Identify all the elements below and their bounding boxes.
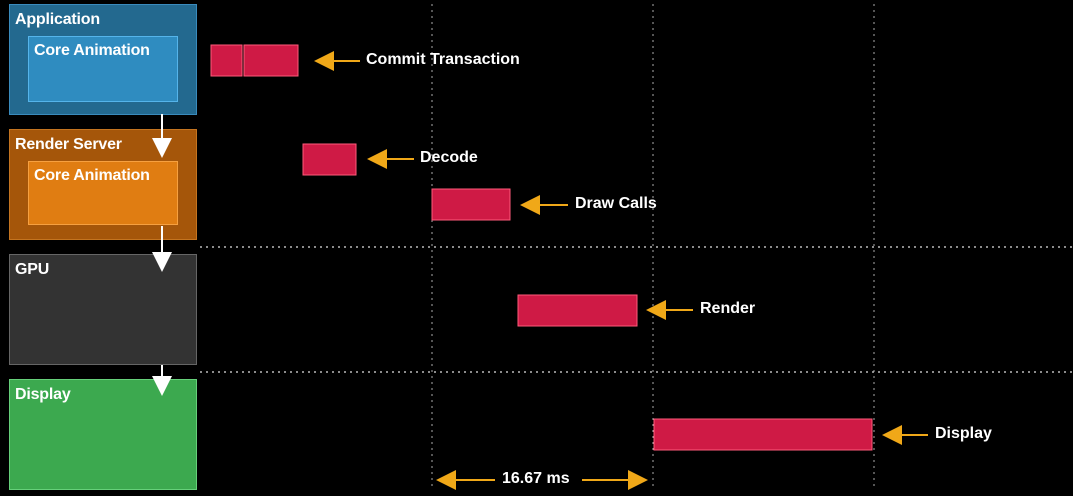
application-lane: Application Core Animation xyxy=(9,4,197,115)
gpu-lane: GPU xyxy=(9,254,197,365)
gpu-title: GPU xyxy=(15,261,50,278)
display-bar xyxy=(653,418,873,451)
commit-bar-b xyxy=(243,44,299,77)
render-label: Render xyxy=(700,300,756,317)
draw-calls-label: Draw Calls xyxy=(575,195,657,212)
render-server-lane: Render Server Core Animation xyxy=(9,129,197,240)
draw-calls-bar xyxy=(431,188,511,221)
display-event-label: Display xyxy=(935,425,992,442)
commit-bar-a xyxy=(210,44,243,77)
display-lane: Display xyxy=(9,379,197,490)
decode-label: Decode xyxy=(420,149,478,166)
render-bar xyxy=(517,294,638,327)
display-title: Display xyxy=(15,386,71,403)
application-core-animation-label: Core Animation xyxy=(34,42,150,59)
application-title: Application xyxy=(15,11,100,28)
commit-transaction-label: Commit Transaction xyxy=(366,51,520,68)
render-server-core-animation-box: Core Animation xyxy=(28,161,178,225)
frame-interval-label: 16.67 ms xyxy=(502,470,570,487)
render-server-title: Render Server xyxy=(15,136,122,153)
render-server-core-animation-label: Core Animation xyxy=(34,167,150,184)
application-core-animation-box: Core Animation xyxy=(28,36,178,102)
decode-bar xyxy=(302,143,357,176)
